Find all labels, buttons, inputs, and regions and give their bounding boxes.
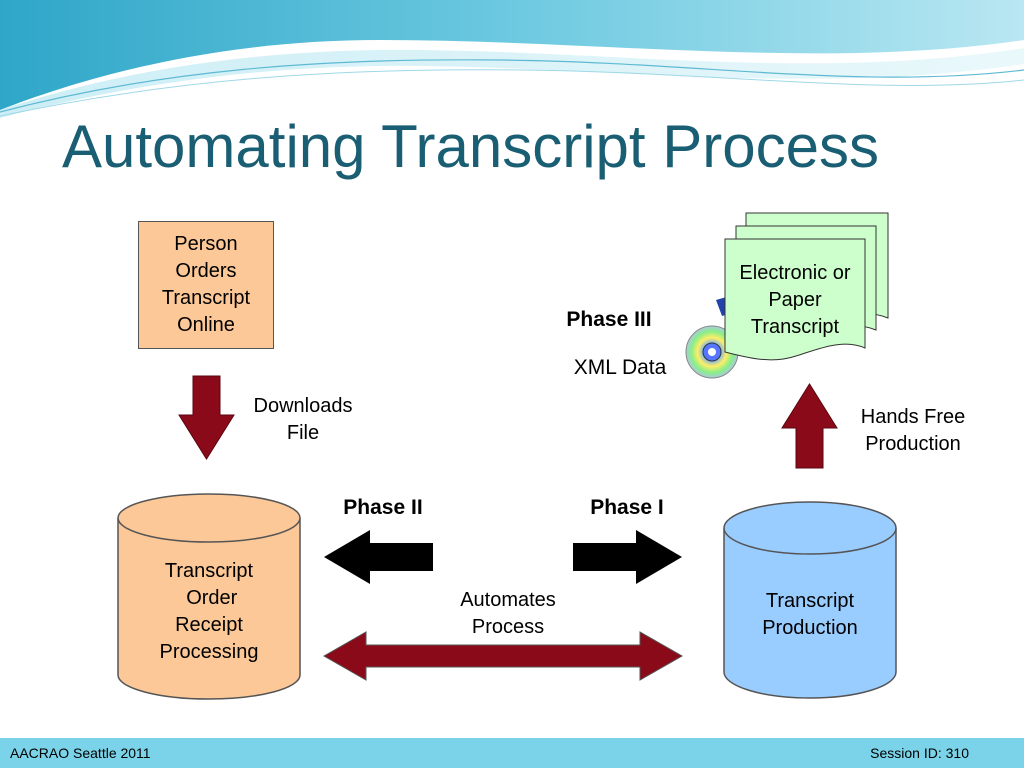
- down-arrow: [178, 375, 235, 460]
- transcript-documents: [724, 212, 889, 361]
- phase-1-arrow: [573, 530, 682, 584]
- production-cylinder-label: Transcript Production: [762, 590, 858, 639]
- xml-data-label: XML Data: [573, 356, 667, 379]
- hands-free-label: Hands Free Production: [860, 406, 966, 455]
- phase-2-label: Phase II: [343, 496, 423, 519]
- footer-session-id: Session ID: 310: [870, 745, 969, 761]
- production-cylinder: [723, 501, 897, 699]
- automates-process-label: Automates Process: [460, 589, 556, 638]
- downloads-file-label: Downloads File: [253, 395, 353, 444]
- phase-3-label: Phase III: [566, 308, 652, 331]
- transcript-document-label: Electronic or Paper Transcript: [739, 262, 851, 338]
- slide-title: Automating Transcript Process: [62, 113, 880, 180]
- footer-conference: AACRAO Seattle 2011: [10, 745, 151, 761]
- phase-1-label: Phase I: [590, 496, 664, 519]
- up-arrow: [781, 383, 838, 469]
- order-cylinder-label: Transcript Order Receipt Processing: [159, 560, 259, 663]
- phase-2-arrow: [324, 530, 433, 584]
- person-orders-box: Person Orders Transcript Online: [138, 221, 274, 349]
- footer-bar: AACRAO Seattle 2011 Session ID: 310: [0, 738, 1024, 768]
- double-arrow: [322, 631, 684, 681]
- header-wave-decoration: [0, 0, 1024, 118]
- order-cylinder: [117, 493, 301, 700]
